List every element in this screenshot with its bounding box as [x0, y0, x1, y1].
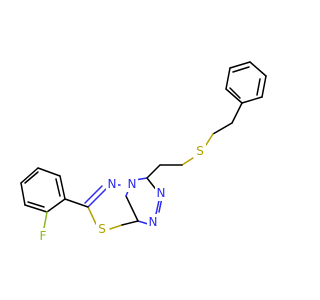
- atom-n-right-b: N: [147, 214, 159, 230]
- atom-n-right-a: N: [155, 185, 167, 201]
- molecule-structure: N N N N S S F: [20, 61, 267, 244]
- svg-text:S: S: [98, 222, 106, 236]
- atom-s-ring: S: [96, 220, 108, 236]
- atom-n-bridge: N: [126, 176, 138, 192]
- svg-text:N: N: [108, 177, 117, 191]
- svg-text:N: N: [149, 215, 158, 229]
- fluorophenyl-ring: [20, 167, 89, 229]
- atom-f: F: [37, 228, 49, 244]
- methylene-linker: [146, 157, 194, 179]
- atom-n-top: N: [106, 176, 118, 192]
- svg-text:N: N: [128, 177, 137, 191]
- svg-text:F: F: [40, 229, 47, 243]
- svg-text:S: S: [196, 144, 204, 158]
- atom-s-chain: S: [194, 143, 206, 159]
- ethyl-chain: [205, 102, 243, 146]
- phenyl-ring: [225, 61, 267, 104]
- svg-text:N: N: [157, 186, 166, 200]
